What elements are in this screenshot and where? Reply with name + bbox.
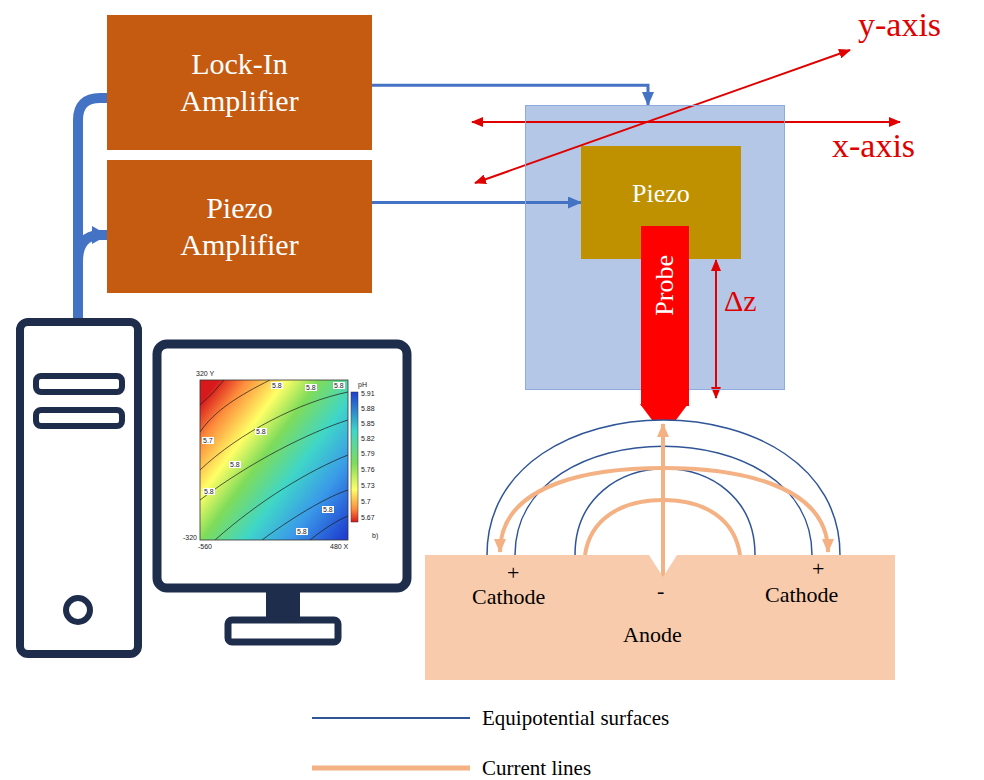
ph-map [200,380,224,405]
metal-substrate-outline [425,555,895,680]
plot-label: 5.91 [361,390,375,397]
computer-cable [78,98,109,318]
contour-label: 5.8 [296,528,308,535]
contour-label: 5.8 [305,384,317,391]
computer-tower [36,410,122,426]
metal-substrate: +Cathode-Anode+Cathode [425,555,895,680]
node-label: Probe [651,255,680,316]
contour-label: 5.8 [255,428,267,435]
axis-label: x-axis [832,129,915,163]
current-line [500,424,828,577]
electrode-label: + [812,557,824,581]
plot-label: 320 Y [196,370,214,377]
plot-label: pH [358,381,367,388]
computer-cable [78,235,107,262]
ph-map [310,516,348,540]
ph-map [262,490,348,540]
computer-tower [20,322,138,654]
contour-label: 5.8 [203,488,215,495]
current-line [585,500,663,555]
electrode-label: Anode [623,623,682,647]
computer-monitor [157,344,407,588]
probe: Probe [641,226,689,406]
ph-map [351,392,358,522]
amplifier-box: Piezo Amplifier [107,160,372,293]
plot-label: 5.73 [361,482,375,489]
legend-text: Current lines [482,756,591,780]
dimension-arrow [715,260,717,398]
computer-tower [20,322,138,654]
contour-label: 5.8 [229,461,241,468]
plot-label: -320 [183,534,197,541]
plot-label: 480 X [330,543,348,550]
plot-label: 5.76 [361,466,375,473]
computer-tower [66,598,90,622]
axis-arrow [472,121,900,123]
ph-map [200,380,270,432]
plot-label: -560 [198,543,212,550]
contour-label: 5.7 [202,437,214,444]
electrode-label: Cathode [472,585,545,609]
plot-label: 5.85 [361,420,375,427]
legend-entry: Equipotential surfaces [312,703,669,733]
scanner-housing: PiezoProbe Δz [525,105,785,390]
ph-map [200,380,348,540]
legend-line-sample [312,717,470,719]
dimension-label: Δz [724,284,757,317]
computer-monitor [266,592,300,620]
axis-label: y-axis [858,8,941,42]
computer-tower [36,376,122,392]
current-line [663,468,828,552]
ph-map [200,380,348,540]
plot-label: 5.79 [361,450,375,457]
electrode-label: Cathode [765,583,838,607]
ph-map [200,380,358,540]
electrode-label: + [507,561,519,585]
amplifier-box: Lock-In Amplifier [107,15,372,150]
legend-text: Equipotential surfaces [482,706,669,731]
plot-label: 5.7 [361,498,371,505]
electrode-label: - [657,579,664,603]
plot-label: 5.82 [361,435,375,442]
signal-connector [372,85,648,105]
legend-line-sample [312,703,472,733]
ph-map [200,420,348,500]
current-line [663,500,740,555]
plot-label: 5.67 [361,514,375,521]
signal-connector [372,201,581,204]
plot-label: b) [372,532,378,539]
contour-label: 5.8 [322,506,334,513]
computer-cable [78,98,109,318]
computer-monitor [228,620,338,642]
ph-map [200,380,348,540]
computer-monitor [157,344,407,642]
contour-label: 5.8 [333,382,345,389]
node-label: Piezo Amplifier [147,190,332,263]
node-label: Piezo [632,180,690,209]
probe-tip-cone [640,404,688,420]
metal-substrate-outline [425,555,895,680]
ph-map [200,392,348,470]
node-label: Lock-In Amplifier [147,46,332,119]
contour-label: 5.8 [271,382,283,389]
legend-entry: Current lines [312,753,591,780]
ph-map [215,455,348,540]
legend-line-sample [312,766,470,771]
plot-label: 5.88 [361,405,375,412]
current-line [500,468,663,552]
legend-line-sample [312,753,472,780]
